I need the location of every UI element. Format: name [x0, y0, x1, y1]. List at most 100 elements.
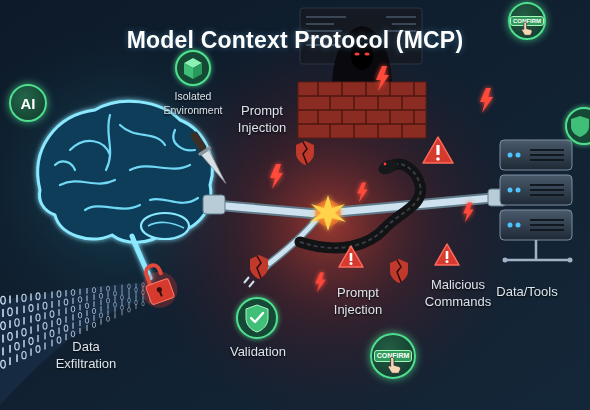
- binary-digit: [23, 340, 24, 347]
- binary-digit: [44, 292, 45, 299]
- validation-icon: [237, 298, 277, 338]
- binary-digit: [64, 299, 68, 305]
- lightning-bolt: [357, 182, 367, 202]
- isolated-environment-icon: [184, 63, 193, 79]
- brain: [55, 115, 198, 210]
- binary-digit: [9, 296, 11, 304]
- binary-digit: [99, 293, 102, 298]
- cable: [214, 205, 318, 214]
- binary-digit: [107, 310, 108, 315]
- binary-digit: [93, 301, 94, 307]
- binary-digit: [23, 306, 24, 313]
- binary-digit: [72, 298, 73, 304]
- binary-digit: [135, 300, 138, 305]
- binary-digit: [44, 332, 45, 339]
- button-wrap: CONFIRM: [510, 16, 544, 27]
- binary-digit: [37, 335, 38, 342]
- binary-digit: [43, 302, 47, 309]
- binary-digit: [86, 295, 87, 301]
- binary-digit: [135, 304, 137, 309]
- lightning-bolt: [315, 272, 325, 292]
- binary-digit: [65, 308, 66, 314]
- binary-digit: [9, 345, 11, 353]
- snake: [376, 157, 400, 177]
- annotation-label: Isolated Environment: [153, 90, 233, 117]
- cable: [203, 189, 506, 287]
- binary-digit: [16, 295, 18, 303]
- ai-badge: AI: [9, 84, 47, 122]
- binary-digit: [93, 301, 94, 307]
- binary-digit: [44, 292, 45, 299]
- binary-digit: [57, 291, 61, 297]
- binary-digit: [86, 325, 87, 331]
- binary-digit: [71, 289, 75, 295]
- server-stack: [530, 150, 564, 230]
- binary-digit: [51, 340, 52, 347]
- binary-digit: [142, 302, 145, 306]
- binary-digit: [37, 303, 38, 310]
- binary-digit: [16, 354, 18, 362]
- binary-digit: [44, 332, 45, 339]
- binary-digit: [106, 286, 109, 291]
- binary-digit: [9, 357, 11, 365]
- binary-digit: [51, 301, 52, 308]
- binary-digit: [1, 296, 6, 304]
- binary-digit: [9, 320, 11, 328]
- code-window: [392, 23, 416, 25]
- spark: [310, 195, 346, 231]
- binary-digit: [29, 305, 33, 312]
- binary-digit: [1, 360, 6, 368]
- snake: [300, 164, 421, 248]
- binary-digit: [37, 335, 38, 342]
- binary-digit: [114, 302, 117, 307]
- binary-digit: [22, 294, 26, 301]
- binary-digit: [30, 348, 31, 355]
- binary-digit: [86, 288, 87, 294]
- binary-digit: [23, 317, 24, 324]
- binary-digit: [29, 338, 33, 345]
- binary-digit: [8, 333, 12, 341]
- binary-digit: [16, 307, 18, 315]
- code-window: [306, 23, 334, 25]
- annotation-label: Validation: [213, 344, 303, 361]
- binary-digit: [121, 290, 122, 295]
- binary-digit: [128, 293, 130, 298]
- server-stack: [508, 153, 513, 158]
- binary-digit: [79, 289, 80, 295]
- warning-triangle: [436, 157, 440, 161]
- confirm-button-badge: CONFIRM: [370, 333, 416, 379]
- binary-digit: [107, 292, 108, 297]
- broken-shield: [257, 256, 261, 278]
- binary-digit: [51, 320, 52, 327]
- binary-digit: [135, 292, 137, 297]
- pointer-hand: [520, 21, 533, 36]
- binary-digit: [114, 313, 115, 318]
- annotation-label: Prompt Injection: [228, 103, 296, 137]
- warning-triangle: [423, 137, 453, 163]
- snake: [300, 164, 421, 248]
- binary-digit: [100, 300, 101, 306]
- shield-icon: [571, 116, 589, 137]
- binary-digit: [8, 333, 12, 341]
- binary-digit: [71, 331, 75, 337]
- server-stack: [508, 188, 513, 193]
- binary-digit: [22, 352, 26, 359]
- binary-digit: [100, 300, 101, 306]
- binary-digit: [121, 305, 124, 310]
- binary-digit: [71, 306, 75, 312]
- confirm-button-badge: CONFIRM: [508, 2, 546, 40]
- binary-digit: [43, 322, 47, 329]
- cable: [203, 195, 225, 214]
- broken-shield: [390, 259, 408, 283]
- binary-digit: [51, 320, 52, 327]
- binary-digit: [121, 290, 122, 295]
- broken-shield: [250, 141, 408, 283]
- knife: [187, 129, 231, 187]
- binary-digit: [106, 316, 109, 321]
- server-stack: [516, 188, 521, 193]
- open-padlock: [134, 260, 183, 313]
- brain: [148, 222, 184, 228]
- binary-digit: [2, 347, 4, 355]
- binary-digit: [2, 335, 4, 343]
